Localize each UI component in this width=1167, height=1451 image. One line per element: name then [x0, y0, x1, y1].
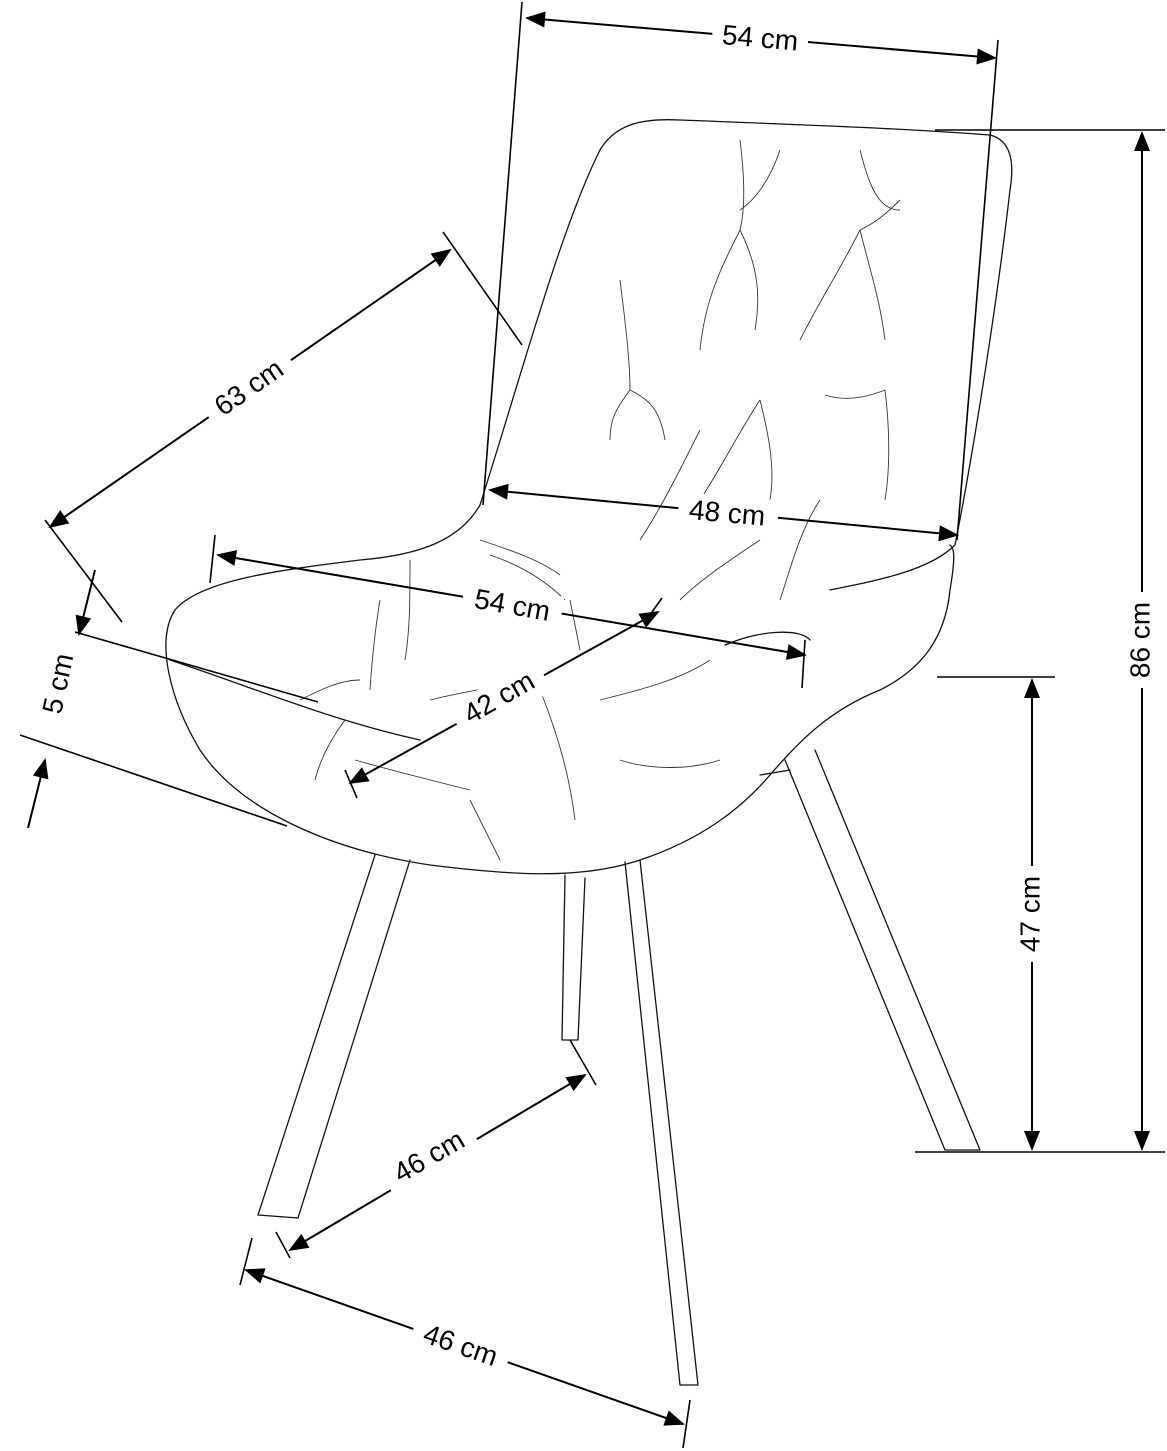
seat-outline — [165, 504, 955, 875]
label-seat-thickness: 5 cm — [36, 651, 79, 717]
chair-drawing — [165, 119, 1013, 1386]
label-seat-height: 47 cm — [1014, 876, 1045, 952]
label-back-width-inner: 48 cm — [688, 494, 767, 532]
backrest-outline — [479, 119, 1013, 591]
dimension-lines — [27, 11, 1150, 1426]
label-total-height: 86 cm — [1124, 602, 1155, 678]
dimension-labels: 54 cm 86 cm 47 cm 48 cm 63 cm 54 cm 42 c… — [36, 17, 1160, 1382]
extension-lines — [19, 1, 1165, 1449]
label-back-width-top: 54 cm — [721, 19, 800, 57]
chair-legs — [257, 749, 981, 1386]
